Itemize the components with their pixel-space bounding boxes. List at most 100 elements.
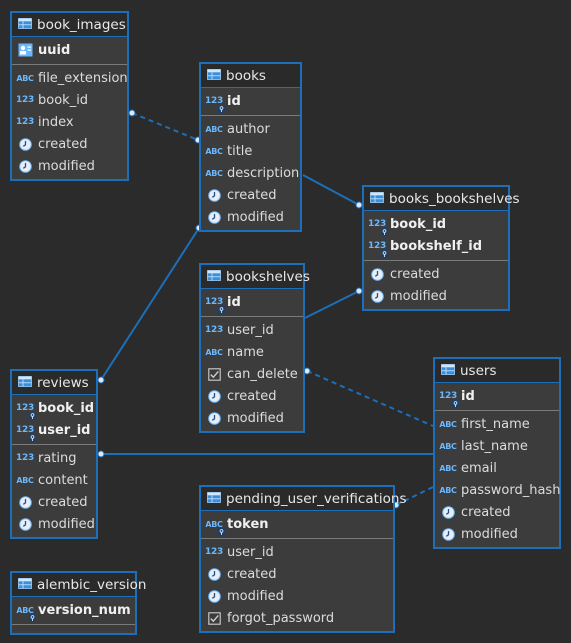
column-name: created [227, 566, 277, 582]
table-header[interactable]: pending_user_verifications [201, 487, 407, 511]
relation-endpoint-dot [97, 376, 105, 384]
relation-books-to-books-bookshelves[interactable] [302, 174, 360, 206]
column-row[interactable]: created [201, 385, 303, 407]
column-row[interactable]: modified [201, 585, 393, 607]
column-name: last_name [461, 438, 528, 454]
table-header[interactable]: book_images [12, 13, 127, 37]
column-row[interactable]: created [201, 563, 393, 585]
datetime-type-icon [439, 505, 457, 519]
text-type-icon: ABC [16, 73, 34, 83]
boolean-type-icon [205, 367, 223, 381]
datetime-type-icon [16, 517, 34, 531]
column-name: modified [227, 410, 284, 426]
datetime-type-icon [16, 137, 34, 151]
column-row[interactable]: 123 index [12, 111, 127, 133]
number-key-icon: 123 [439, 389, 459, 408]
column-row[interactable]: created [364, 263, 508, 285]
relation-pending-user-verifications-to-users[interactable] [395, 486, 434, 506]
relation-bookshelves-to-users[interactable] [306, 370, 434, 427]
table-header[interactable]: books [201, 64, 300, 88]
column-row[interactable]: modified [364, 285, 508, 307]
column-row[interactable]: modified [201, 407, 303, 429]
column-name: book_id [38, 92, 89, 108]
table-header[interactable]: reviews [12, 371, 96, 395]
column-row[interactable]: forgot_password [201, 607, 393, 629]
column-name: name [227, 344, 264, 360]
number-key-icon: 123 [16, 423, 36, 442]
column-row[interactable]: created [12, 133, 127, 155]
pk-column-row[interactable]: uuid [12, 39, 127, 61]
uuid-key-icon [16, 43, 34, 57]
column-row[interactable]: created [12, 491, 96, 513]
table-icon [370, 191, 389, 207]
number-type-icon: 123 [16, 117, 34, 127]
table-header[interactable]: alembic_version [12, 573, 146, 597]
column-row[interactable]: modified [435, 523, 559, 545]
column-row[interactable]: modified [12, 513, 96, 535]
column-row[interactable]: modified [201, 206, 300, 228]
datetime-type-icon [16, 495, 34, 509]
column-name: forgot_password [227, 610, 335, 626]
column-name: modified [227, 209, 284, 225]
column-name: bookshelf_id [390, 238, 482, 254]
column-name: rating [38, 450, 77, 466]
column-name: index [38, 114, 74, 130]
column-row[interactable]: modified [12, 155, 127, 177]
text-type-icon: ABC [16, 475, 34, 485]
column-name: book_id [390, 216, 447, 232]
column-row[interactable]: created [201, 184, 300, 206]
table-header[interactable]: books_bookshelves [364, 187, 520, 211]
column-name: can_delete [227, 366, 298, 382]
datetime-type-icon [16, 159, 34, 173]
table-title: books_bookshelves [389, 190, 520, 207]
table-header[interactable]: users [435, 359, 559, 383]
number-type-icon: 123 [205, 547, 223, 557]
column-row[interactable]: can_delete [201, 363, 303, 385]
datetime-type-icon [205, 411, 223, 425]
text-type-icon: ABC [439, 419, 457, 429]
relation-bookshelves-to-books-bookshelves[interactable] [304, 290, 360, 319]
text-type-icon: ABC [205, 168, 223, 178]
relation-book-images-to-books[interactable] [131, 112, 199, 141]
relation-reviews-to-books[interactable] [100, 227, 200, 381]
table-header[interactable]: bookshelves [201, 265, 310, 289]
column-row[interactable]: created [435, 501, 559, 523]
column-name: modified [227, 588, 284, 604]
